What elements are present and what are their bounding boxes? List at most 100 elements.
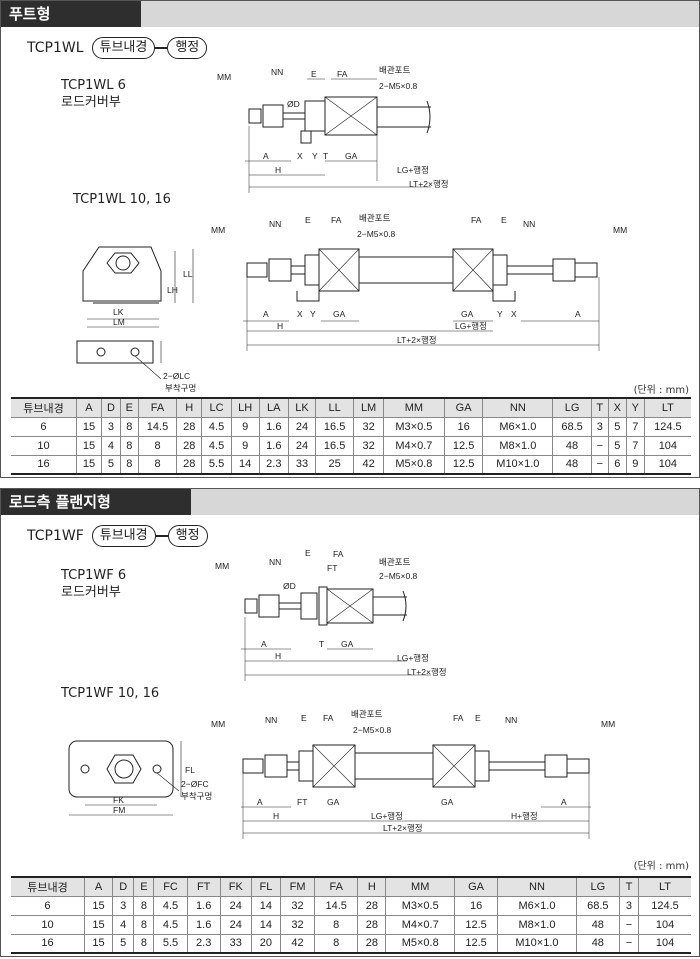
model-code-row: TCP1WL 튜브내경 행정 <box>27 37 208 59</box>
label-fk: FK <box>113 795 124 805</box>
label-h-2: H <box>277 321 283 331</box>
table-header-cell: H <box>176 397 203 418</box>
label-port-spec: 2−M5×0.8 <box>379 81 418 91</box>
label-lc: 2−ØLC <box>163 371 190 381</box>
label-od: ØD <box>287 99 300 109</box>
table-cell: 24 <box>288 416 316 437</box>
table-cell: 12.5 <box>454 914 499 935</box>
label-nn-3: NN <box>505 715 517 725</box>
label-port-2: 배관포트 <box>359 213 390 223</box>
label-fa-3: FA <box>471 215 482 225</box>
table-cell: 12.5 <box>454 933 499 954</box>
label-nn: NN <box>271 67 283 77</box>
table-cell: 24 <box>219 895 252 916</box>
table-cell: 1.6 <box>258 416 290 437</box>
label-fa: FA <box>337 69 348 79</box>
table-header-cell: LT <box>643 397 691 418</box>
table-cell: 8 <box>119 416 139 437</box>
label-e-2: E <box>301 713 307 723</box>
table-cell: 14 <box>250 914 282 935</box>
table-header-cell: GA <box>443 397 484 418</box>
label-fl: FL <box>185 765 195 775</box>
section-title: 푸트형(TCP1WL) <box>1 1 141 49</box>
table-cell: M6×1.0 <box>482 416 554 437</box>
rod-cover <box>304 100 326 132</box>
label-fm: FM <box>113 805 125 815</box>
label-lg-stroke-2: LG+행정 <box>455 321 487 331</box>
table-cell: 32 <box>353 416 384 437</box>
label-fa: FA <box>333 549 344 559</box>
table-cell: 24 <box>288 435 316 456</box>
table-cell: 124.5 <box>643 416 691 437</box>
table-cell: M8×1.0 <box>497 914 577 935</box>
label-ga-3: GA <box>441 797 454 807</box>
table-cell: 5.5 <box>201 454 232 475</box>
label-lg-stroke-2: LG+행정 <box>371 811 403 821</box>
label-fa-2: FA <box>331 215 342 225</box>
rod-end-nut <box>248 108 262 124</box>
flange-type-drawing: MM NN E FA FT 배관포트 2−M5×0.8 ØD A T GA H … <box>68 548 615 839</box>
caption-size6: TCP1WL 6 로드커버부 <box>61 77 126 111</box>
table-cell: 48 <box>552 435 592 456</box>
table-cell: 8 <box>133 895 155 916</box>
unit-note: (단위 : mm) <box>633 385 689 396</box>
label-port: 배관포트 <box>379 65 410 75</box>
table-cell: 104 <box>643 435 691 456</box>
table-header-cell: GA <box>454 876 499 897</box>
table-cell: 12.5 <box>443 454 484 475</box>
label-port-spec-2: 2−M5×0.8 <box>353 725 392 735</box>
model-code: TCP1WF <box>27 528 84 544</box>
table-cell: M3×0.5 <box>385 895 456 916</box>
label-lt-stroke-2: LT+2×행정 <box>383 823 423 833</box>
label-x-3: X <box>511 309 517 319</box>
table-cell: 2.3 <box>258 454 290 475</box>
bore-pill: 튜브내경 <box>91 525 156 547</box>
table-cell: − <box>590 435 609 456</box>
table-cell: M10×1.0 <box>497 933 577 954</box>
table-header-cell: LL <box>314 397 355 418</box>
label-ll: LL <box>183 269 193 279</box>
table-cell: 8 <box>314 933 359 954</box>
table-header-cell: D <box>112 876 135 897</box>
table-cell: 3 <box>112 895 135 916</box>
label-e: E <box>311 69 317 79</box>
table-header-cell: MM <box>385 876 456 897</box>
table-cell: 5 <box>607 435 627 456</box>
table-header-cell: E <box>119 397 139 418</box>
table-header-cell: FK <box>219 876 252 897</box>
label-mm-2: MM <box>211 719 225 729</box>
label-y-2: Y <box>310 309 316 319</box>
label-lt-stroke-2: LT+2×행정 <box>397 335 437 345</box>
table-cell: 8 <box>119 454 139 475</box>
table-cell: 28 <box>357 914 387 935</box>
table-header-cell: LT <box>638 876 691 897</box>
table-header-cell: X <box>607 397 627 418</box>
pill-connector <box>155 47 168 49</box>
table-cell: 15 <box>83 933 114 954</box>
table-cell: 1.6 <box>258 435 290 456</box>
table-cell: 7 <box>625 416 645 437</box>
table-header-cell: LK <box>288 397 316 418</box>
table-cell: M4×0.7 <box>382 435 445 456</box>
table-cell: 8 <box>119 435 139 456</box>
label-mm-3: MM <box>613 225 627 235</box>
label-lt-stroke: LT+2×행정 <box>407 667 447 677</box>
table-cell: 24 <box>219 914 252 935</box>
table-cell: 48 <box>575 914 620 935</box>
label-e-3: E <box>501 215 507 225</box>
table-header-cell: FA <box>137 397 178 418</box>
table-cell: 28 <box>176 416 203 437</box>
table-header-cell: FC <box>153 876 188 897</box>
table-cell: 4 <box>101 435 121 456</box>
flange-end-view <box>68 740 174 798</box>
table-header-cell: T <box>618 876 640 897</box>
table-header-cell: 튜브내경 <box>11 876 85 897</box>
table-header-cell: A <box>83 876 114 897</box>
table-cell: 10 <box>11 914 85 935</box>
foot-side-view <box>76 340 154 364</box>
label-ga: GA <box>345 151 358 161</box>
